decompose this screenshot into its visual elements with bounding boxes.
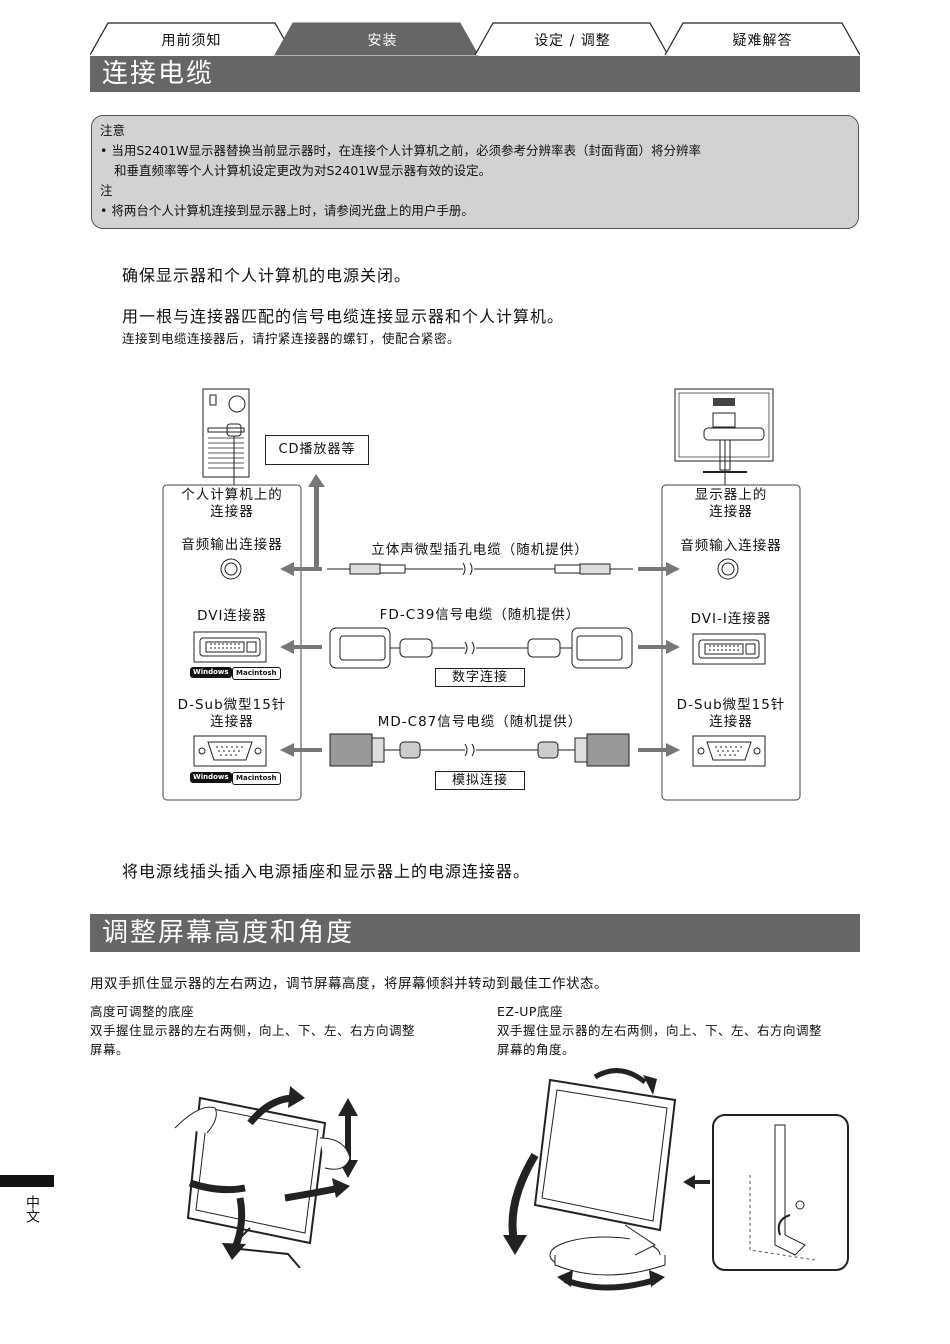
step-2-subtext: 连接到电缆连接器后，请拧紧连接器的螺钉，使配合紧密。 [122,331,461,346]
step-1: 确保显示器和个人计算机的电源关闭。 [122,266,412,285]
audio-jack-icons [220,558,739,580]
dvi-pc-label: DVI连接器 [197,608,267,624]
mac-badge-dsub: Macintosh [232,772,281,785]
monitor-panel-title: 显示器上的 连接器 [694,487,768,520]
notice-heading-note: 注 [100,183,113,198]
monitor-back-illustration [674,388,774,490]
audio-cable-illustration [327,562,633,576]
height-stand-illustration [174,1086,358,1268]
height-stand-desc-1: 双手握住显示器的左右两侧，向上、下、左、右方向调整 [90,1023,416,1038]
ezup-stand-text: EZ-UP底座 双手握住显示器的左右两侧，向上、下、左、右方向调整 屏幕的角度。 [497,1002,822,1059]
dsub-cable-illustration [329,733,630,767]
pc-tower-illustration [202,388,250,490]
height-stand-title: 高度可调整的底座 [90,1004,195,1019]
dvi-cable-label: FD-C39信号电缆（随机提供） [379,607,581,623]
ezup-stand-title: EZ-UP底座 [497,1004,563,1019]
dsub-pc-label: D-Sub微型15针 连接器 [177,697,287,730]
language-label: 中文 [24,1195,40,1223]
dsub-port-icons [193,735,766,767]
audio-cable-label: 立体声微型插孔电缆（随机提供） [371,542,589,558]
section-title-connect-cables: 连接电缆 [90,56,860,92]
mac-badge-dvi: Macintosh [232,667,281,680]
notice-text-2: • 将两台个人计算机连接到显示器上时，请参阅光盘上的用户手册。 [100,203,474,218]
connection-diagram [162,388,801,801]
dvi-monitor-label: DVI-I连接器 [690,611,772,627]
ezup-stand-desc-1: 双手握住显示器的左右两侧，向上、下、左、右方向调整 [497,1023,823,1038]
windows-badge-dsub: Windows [190,772,232,783]
connection-arrows [280,474,680,757]
tabs-outline [90,22,860,56]
tab-settings[interactable]: 设定 / 调整 [534,33,611,49]
chapter-tabs: 用前须知 安装 设定 / 调整 疑难解答 [90,22,860,56]
audio-out-label: 音频输出连接器 [181,537,283,553]
height-stand-desc-2: 屏幕。 [90,1042,130,1057]
height-adjustable-stand-text: 高度可调整的底座 双手握住显示器的左右两侧，向上、下、左、右方向调整 屏幕。 [90,1002,415,1059]
dvi-cable-illustration [329,627,633,669]
dsub-monitor-label: D-Sub微型15针 连接器 [676,697,786,730]
cd-player-label: CD播放器等 [265,435,369,465]
tab-installation[interactable]: 安装 [367,33,398,49]
adjust-intro: 用双手抓住显示器的左右两边，调节屏幕高度，将屏幕倾斜并转动到最佳工作状态。 [90,976,608,992]
notice-heading-caution: 注意 [100,123,126,138]
ezup-stand-desc-2: 屏幕的角度。 [497,1042,576,1057]
audio-in-label: 音频输入连接器 [680,538,782,554]
notice-text-1b: 和垂直频率等个人计算机设定更改为对S2401W显示器有效的设定。 [114,163,492,178]
analog-connection-label: 模拟连接 [435,771,525,790]
notice-box: 注意 • 当用S2401W显示器替换当前显示器时，在连接个人计算机之前，必须参考… [91,115,859,229]
dvi-port-icons [193,631,766,665]
windows-badge-dvi: Windows [190,667,232,678]
tab-troubleshooting[interactable]: 疑难解答 [732,33,793,49]
pc-panel-title: 个人计算机上的 连接器 [181,487,283,520]
dsub-cable-label: MD-C87信号电缆（随机提供） [377,714,583,730]
language-tab-bar [0,1175,54,1187]
step-2: 用一根与连接器匹配的信号电缆连接显示器和个人计算机。 [122,307,565,326]
digital-connection-label: 数字连接 [435,668,525,687]
notice-text-1a: • 当用S2401W显示器替换当前显示器时，在连接个人计算机之前，必须参考分辨率… [100,143,701,158]
ezup-stand-illustration [503,1068,849,1291]
section-title-adjust-screen: 调整屏幕高度和角度 [90,914,860,952]
step-3: 将电源线插头插入电源插座和显示器上的电源连接器。 [122,862,531,881]
tab-precautions[interactable]: 用前须知 [161,33,222,49]
